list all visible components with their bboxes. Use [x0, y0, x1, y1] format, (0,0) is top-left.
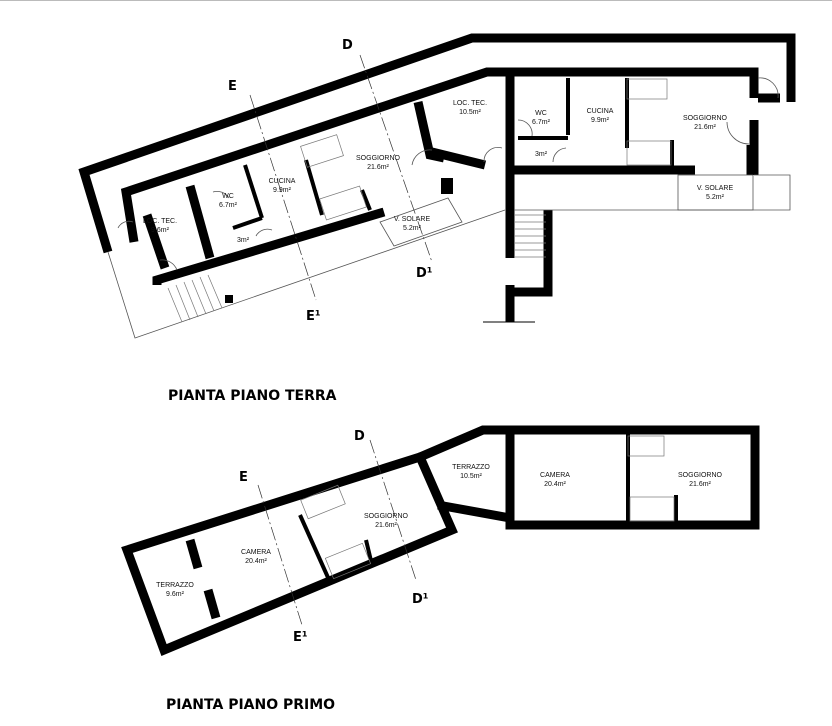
room-label: CUCINA — [269, 178, 296, 185]
wall — [437, 500, 511, 523]
room-label: WC — [535, 110, 547, 117]
room-label: LOC. TEC. — [143, 218, 177, 225]
room-label: TERRAZZO — [452, 464, 490, 471]
room-labels: LOC. TEC. 9.6m² WC 6.7m² 3m² CUCINA 9.9m² S… — [143, 100, 734, 244]
first-floor-plan: E E¹ D D¹ TERRAZZO 9.6m² CAMERA 20.4m² SOG… — [121, 425, 760, 656]
stairs — [300, 435, 675, 580]
section-line-d — [359, 54, 433, 263]
room-label: 5.2m² — [403, 225, 422, 232]
first-floor-title: PIANTA PIANO PRIMO — [166, 697, 336, 713]
top-border — [0, 0, 832, 1]
room-label: 21.6m² — [367, 164, 389, 171]
wall — [298, 514, 332, 583]
room-label: 20.4m² — [544, 481, 566, 488]
wall — [510, 210, 553, 297]
veranda — [379, 197, 463, 247]
room-label: CAMERA — [540, 472, 570, 479]
section-line-d — [369, 439, 417, 581]
room-label: 10.5m² — [459, 109, 481, 116]
section-line-e — [257, 484, 303, 626]
section-label-e1: E¹ — [293, 630, 308, 645]
doors — [117, 77, 779, 271]
outer-wall — [78, 33, 796, 254]
wall — [430, 147, 487, 170]
room-label: 21.6m² — [694, 124, 716, 131]
room-label: 9.9m² — [591, 117, 610, 124]
room-label: CUCINA — [587, 108, 614, 115]
stairs — [514, 78, 672, 258]
stairs — [167, 134, 367, 323]
pillar — [441, 178, 453, 194]
terrace-outline — [107, 209, 506, 339]
room-label: SOGGIORNO — [683, 115, 728, 122]
wall — [304, 159, 324, 216]
room-label: LOC. TEC. — [453, 100, 487, 107]
room-label: 6.7m² — [219, 202, 238, 209]
room-label: 10.5m² — [460, 473, 482, 480]
room-label: V. SOLARE — [394, 216, 431, 223]
room-label: 3m² — [535, 151, 548, 158]
left-building-bottom-wall — [152, 207, 386, 285]
wall — [232, 216, 263, 230]
left-building-walls — [121, 451, 458, 656]
room-label: 5.2m² — [706, 194, 725, 201]
room-label: SOGGIORNO — [356, 155, 401, 162]
section-line-e — [249, 94, 317, 301]
section-label-e: E — [239, 470, 248, 485]
wall — [185, 184, 215, 260]
room-label: 9.6m² — [166, 591, 185, 598]
room-label: 20.4m² — [245, 558, 267, 565]
wall — [203, 588, 221, 620]
terrace-outline — [514, 174, 791, 211]
section-label-d1: D¹ — [416, 266, 433, 281]
room-label: CAMERA — [241, 549, 271, 556]
room-label: 21.6m² — [375, 522, 397, 529]
room-label: V. SOLARE — [697, 185, 734, 192]
room-label: 3m² — [237, 237, 250, 244]
ground-floor-plan: E E¹ D D¹ LOC. TEC. 9.6m² WC 6.7m² 3m² CUC… — [78, 33, 796, 339]
room-label: SOGGIORNO — [678, 472, 723, 479]
wall — [360, 189, 372, 211]
room-label: 9.6m² — [151, 227, 170, 234]
pillar — [225, 295, 233, 303]
section-label-e: E — [228, 79, 237, 94]
wall — [364, 539, 374, 566]
room-label: WC — [222, 193, 234, 200]
room-label: 21.6m² — [689, 481, 711, 488]
wall — [185, 538, 203, 570]
right-building-walls — [418, 425, 760, 530]
section-label-e1: E¹ — [306, 309, 321, 324]
section-label-d: D — [342, 38, 353, 53]
room-label: 9.9m² — [273, 187, 292, 194]
section-label-d: D — [354, 429, 365, 444]
building-wall — [120, 67, 759, 243]
ground-floor-title: PIANTA PIANO TERRA — [168, 388, 337, 404]
room-labels: TERRAZZO 9.6m² CAMERA 20.4m² SOGGIORNO 21.6… — [156, 464, 722, 598]
wall — [142, 213, 170, 270]
room-label: 6.7m² — [532, 119, 551, 126]
wall — [243, 164, 264, 219]
section-label-d1: D¹ — [412, 592, 429, 607]
room-label: SOGGIORNO — [364, 513, 409, 520]
room-label: TERRAZZO — [156, 582, 194, 589]
veranda — [677, 174, 754, 211]
